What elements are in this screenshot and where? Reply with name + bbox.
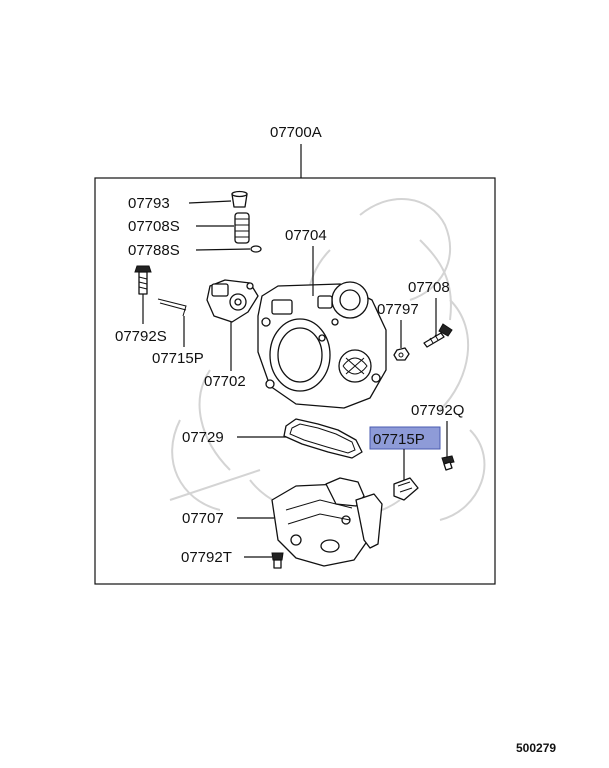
leader-07788S xyxy=(195,248,251,251)
label-07797[interactable]: 07797 xyxy=(377,301,419,318)
part-07708S-spring[interactable] xyxy=(234,212,250,244)
leader-07793 xyxy=(188,200,232,204)
assembly-label: 07700A xyxy=(270,124,322,141)
label-07704[interactable]: 07704 xyxy=(285,227,327,244)
part-07715P-bracket-top[interactable] xyxy=(157,298,187,317)
part-07702-sensor[interactable] xyxy=(206,279,259,323)
part-07704-throttle-body[interactable] xyxy=(257,281,387,409)
highlight-07715P xyxy=(369,426,441,450)
label-07708S[interactable]: 07708S xyxy=(128,218,180,235)
label-07792S[interactable]: 07792S xyxy=(115,328,167,345)
label-07707[interactable]: 07707 xyxy=(182,510,224,527)
label-07715P-highlight[interactable]: 07715P xyxy=(373,431,425,448)
part-07792T-screw[interactable] xyxy=(271,552,284,569)
part-07797-nut[interactable] xyxy=(393,347,410,361)
figure-number: 500279 xyxy=(516,741,556,755)
label-07792T[interactable]: 07792T xyxy=(181,549,232,566)
part-07729-gasket[interactable] xyxy=(283,418,363,459)
label-07729[interactable]: 07729 xyxy=(182,429,224,446)
label-07715P-top[interactable]: 07715P xyxy=(152,350,204,367)
part-07715P-bracket[interactable] xyxy=(393,477,419,501)
part-07788S-oring[interactable] xyxy=(250,245,262,253)
label-07792Q[interactable]: 07792Q xyxy=(411,402,464,419)
part-07708-bolt[interactable] xyxy=(423,323,453,348)
assembly-frame xyxy=(94,177,496,585)
label-07788S[interactable]: 07788S xyxy=(128,242,180,259)
label-07702[interactable]: 07702 xyxy=(204,373,246,390)
part-07792Q-screw[interactable] xyxy=(441,455,455,471)
part-07792S-screw[interactable] xyxy=(134,265,152,295)
part-07707-idle-control[interactable] xyxy=(271,477,383,567)
label-07708[interactable]: 07708 xyxy=(408,279,450,296)
label-07793[interactable]: 07793 xyxy=(128,195,170,212)
part-07793-cap[interactable] xyxy=(231,190,248,208)
